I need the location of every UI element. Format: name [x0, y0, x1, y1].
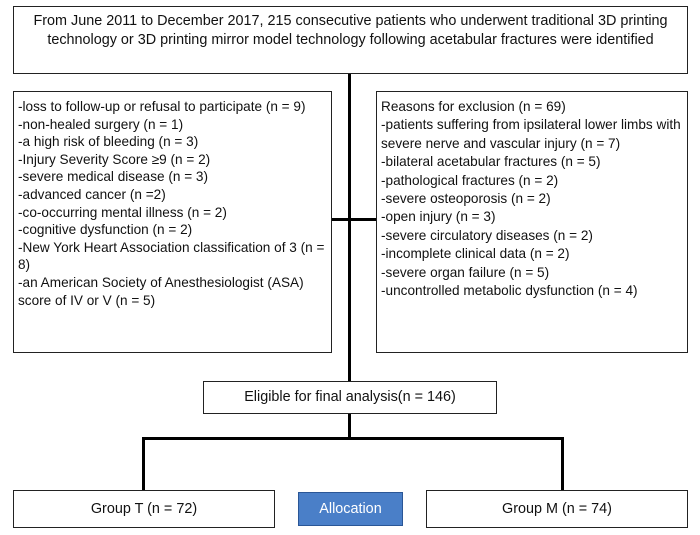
- connector-split-bar: [142, 437, 564, 440]
- list-item: -cognitive dysfunction (n = 2): [18, 222, 193, 238]
- exclusion-reasons-title: Reasons for exclusion (n = 69): [381, 99, 566, 114]
- list-item: -bilateral acetabular fractures (n = 5): [381, 154, 601, 170]
- identified-patients-text: From June 2011 to December 2017, 215 con…: [33, 13, 668, 48]
- left-exclusions-list: -loss to follow-up or refusal to partici…: [18, 98, 327, 309]
- connector-to-right-exclusions: [351, 218, 376, 221]
- group-m-box: Group M (n = 74): [426, 490, 688, 528]
- list-item: -severe osteoporosis (n = 2): [381, 191, 551, 207]
- list-item: -New York Heart Association classificati…: [18, 239, 325, 273]
- connector-to-group-m: [561, 437, 564, 490]
- identified-patients-box: From June 2011 to December 2017, 215 con…: [13, 6, 688, 74]
- list-item: -open injury (n = 3): [381, 209, 496, 225]
- right-exclusions-box: Reasons for exclusion (n = 69) -patients…: [376, 91, 688, 353]
- eligible-analysis-text: Eligible for final analysis(n = 146): [244, 389, 456, 405]
- connector-to-left-exclusions: [332, 218, 348, 221]
- allocation-box: Allocation: [298, 492, 403, 526]
- list-item: -advanced cancer (n =2): [18, 186, 166, 202]
- connector-split-stem: [348, 414, 351, 438]
- list-item: -Injury Severity Score ≥9 (n = 2): [18, 151, 211, 167]
- list-item: -uncontrolled metabolic dysfunction (n =…: [381, 283, 638, 299]
- list-item: -severe medical disease (n = 3): [18, 169, 209, 185]
- connector-to-group-t: [142, 437, 145, 490]
- list-item: -loss to follow-up or refusal to partici…: [18, 99, 306, 114]
- list-item: -an American Society of Anesthesiologist…: [18, 274, 304, 308]
- allocation-label: Allocation: [319, 501, 382, 517]
- right-exclusions-list: -patients suffering from ipsilateral low…: [381, 116, 683, 300]
- eligible-analysis-box: Eligible for final analysis(n = 146): [203, 381, 497, 414]
- group-m-label: Group M (n = 74): [502, 501, 612, 517]
- list-item: -severe organ failure (n = 5): [381, 264, 550, 280]
- list-item: -non-healed surgery (n = 1): [18, 116, 184, 132]
- list-item: -a high risk of bleeding (n = 3): [18, 134, 199, 150]
- list-item: -co-occurring mental illness (n = 2): [18, 204, 227, 220]
- list-item: -patients suffering from ipsilateral low…: [381, 117, 681, 151]
- group-t-box: Group T (n = 72): [13, 490, 275, 528]
- group-t-label: Group T (n = 72): [90, 501, 198, 517]
- left-exclusions-box: -loss to follow-up or refusal to partici…: [13, 91, 332, 353]
- list-item: -severe circulatory diseases (n = 2): [381, 227, 593, 243]
- connector-trunk: [348, 74, 351, 381]
- list-item: -pathological fractures (n = 2): [381, 172, 559, 188]
- list-item: -incomplete clinical data (n = 2): [381, 246, 570, 262]
